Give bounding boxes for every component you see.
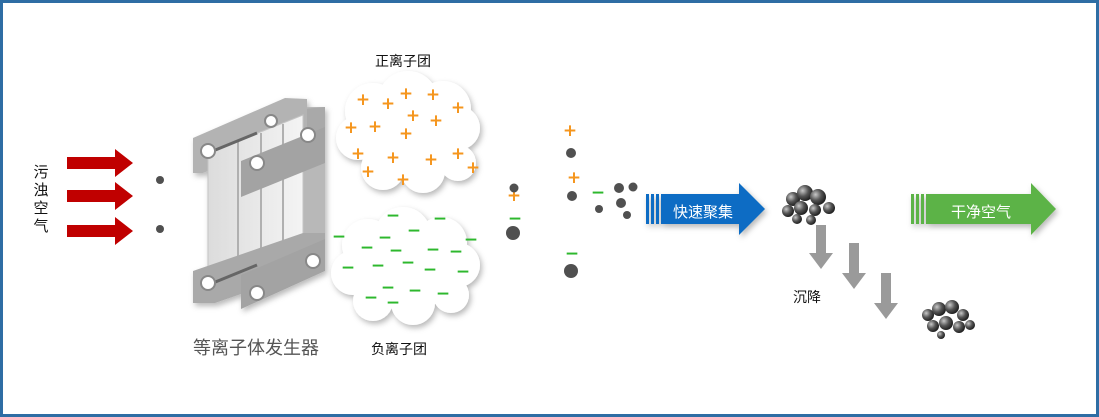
settling-arrows [809, 225, 898, 319]
negative-ion-symbol: − [408, 281, 422, 301]
negative-ion-symbol: − [360, 238, 374, 258]
negative-ion-symbol: − [508, 209, 522, 229]
positive-ion-symbol: + [368, 117, 382, 137]
positive-ion-symbol: + [451, 98, 465, 118]
negative-ion-symbol: − [456, 262, 470, 282]
right-arrow-icon [67, 217, 133, 245]
particle-dot-icon [595, 205, 603, 213]
right-arrow-icon [67, 182, 133, 210]
positive-ion-symbol: + [344, 118, 358, 138]
positive-ion-symbol: + [563, 121, 577, 141]
negative-ion-symbol: − [341, 258, 355, 278]
positive-ion-symbol: + [451, 144, 465, 164]
positive-ion-symbol: + [399, 124, 413, 144]
positive-ion-symbol: + [507, 186, 521, 206]
negative-ion-symbol: − [386, 206, 400, 226]
down-arrow-icon [874, 273, 898, 319]
particle-dot-icon [616, 198, 626, 208]
negative-ion-symbol: − [407, 221, 421, 241]
positive-ion-symbol: + [386, 148, 400, 168]
positive-ion-symbol: + [396, 170, 410, 190]
particle-dot-icon [566, 148, 576, 158]
aggregation-arrow [646, 183, 765, 235]
negative-ion-symbol: − [371, 256, 385, 276]
clean-air-arrow [911, 183, 1056, 235]
positive-ion-symbol: + [426, 85, 440, 105]
aggregated-particle-cluster [782, 185, 835, 225]
diagram-canvas: ++++++++++++++++++++ −−−−−−−−−−−−−−−−−−−… [67, 71, 1056, 339]
generator-label: 等离子体发生器 [193, 338, 319, 359]
negative-ion-cluster-label: 负离子团 [371, 342, 427, 358]
negative-ion-symbol: − [378, 228, 392, 248]
particle-dot-icon [564, 264, 578, 278]
settling-label: 沉降 [793, 290, 821, 306]
negative-ion-symbol: − [464, 230, 478, 250]
negative-ion-symbol: − [386, 293, 400, 313]
positive-ion-symbol: + [429, 111, 443, 131]
negative-ion-symbol: − [449, 242, 463, 262]
particle-dot-icon [623, 211, 631, 219]
negative-ion-symbol: − [565, 244, 579, 264]
positive-ion-symbol: + [399, 84, 413, 104]
particle-dot-icon [156, 176, 164, 184]
particle-dot-icon [628, 182, 638, 192]
settled-particle-cluster [922, 300, 975, 339]
positive-ion-cluster-label: 正离子团 [375, 54, 431, 70]
polluted-air-label: 污浊空气 [33, 163, 49, 235]
particle-dot-icon [506, 226, 520, 240]
particle-dot-icon [614, 183, 624, 193]
negative-ion-symbol: − [401, 253, 415, 273]
negative-ions: −−−−−−−−−−−−−−−−−−−−−−− [332, 183, 605, 313]
down-arrow-icon [842, 243, 866, 289]
particle-dot-icon [567, 191, 577, 201]
particle-dot-icon [509, 183, 519, 193]
positive-ion-symbol: + [424, 150, 438, 170]
particle-dot-icon [156, 225, 164, 233]
positive-ion-symbol: + [351, 144, 365, 164]
negative-ion-symbol: − [389, 241, 403, 261]
negative-ion-symbol: − [436, 284, 450, 304]
positive-ion-symbol: + [466, 158, 480, 178]
right-arrow-icon [67, 149, 133, 177]
negative-ion-symbol: − [381, 278, 395, 298]
plasma-generator-icon [193, 98, 325, 309]
negative-ion-symbol: − [591, 183, 605, 203]
positive-ions: ++++++++++++++++++++ [344, 84, 581, 206]
positive-ion-symbol: + [406, 106, 420, 126]
clean-air-label: 干净空气 [951, 203, 1012, 221]
negative-ion-symbol: − [332, 227, 346, 247]
down-arrow-icon [809, 225, 833, 269]
positive-ion-symbol: + [361, 162, 375, 182]
negative-ion-cloud [331, 207, 480, 325]
negative-ion-symbol: − [423, 260, 437, 280]
positive-ion-symbol: + [567, 168, 581, 188]
positive-ion-symbol: + [381, 94, 395, 114]
positive-ion-cloud [336, 71, 480, 193]
negative-ion-symbol: − [433, 209, 447, 229]
input-arrows [67, 149, 133, 245]
positive-ion-symbol: + [356, 90, 370, 110]
negative-ion-symbol: − [364, 288, 378, 308]
aggregation-label: 快速聚集 [673, 203, 734, 221]
negative-ion-symbol: − [426, 240, 440, 260]
